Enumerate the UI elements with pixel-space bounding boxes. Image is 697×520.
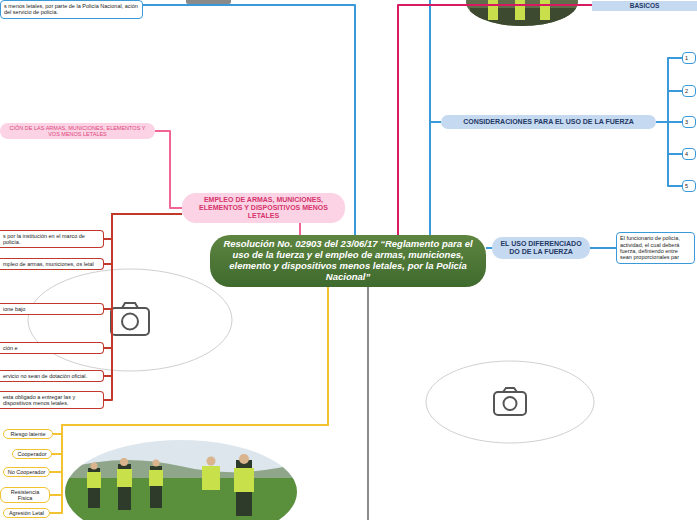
- branch-box: EL USO DIFERENCIADO DO DE LA FUERZA: [492, 237, 590, 259]
- branch-box: CONSIDERACIONES PARA EL USO DE LA FUERZA: [441, 115, 656, 129]
- leaf-box: ción e: [0, 342, 104, 354]
- leaf-box: No Cooperador: [3, 467, 50, 477]
- branch-connector: [155, 131, 182, 208]
- branch-connector: [299, 223, 301, 235]
- branch-line: [367, 287, 369, 520]
- central-topic: Resolución No. 02903 del 23/06/17 “Regla…: [210, 235, 486, 287]
- branch-connector: [104, 214, 182, 400]
- node-text: EL USO DIFERENCIADO DO DE LA FUERZA: [498, 240, 584, 256]
- branch-line: [429, 0, 431, 122]
- node-text: s menos letales, por parte de la Policía…: [4, 3, 139, 16]
- branch-connector: [104, 214, 182, 264]
- branch-connector: [104, 214, 182, 348]
- leaf-box: 4: [682, 148, 696, 160]
- node-text: esta obligado a entregar las y dispositi…: [3, 394, 100, 407]
- branch-connector: [104, 214, 182, 309]
- leaf-box: Resistencia Física: [0, 487, 50, 504]
- leaf-box: ervicio no sean de dotación oficial.: [0, 370, 104, 382]
- branch-connector: [104, 214, 182, 376]
- node-text: ervicio no sean de dotación oficial.: [3, 373, 100, 379]
- node-text: 4: [685, 151, 693, 157]
- node-text: mpleo de armas, municiones, os letal: [3, 261, 100, 267]
- leaf-box: 3: [682, 116, 696, 128]
- leaf-box: mpleo de armas, municiones, os letal: [0, 258, 104, 270]
- node-text: s por la institución en el marco de poli…: [3, 233, 100, 246]
- leaf-box: Riesgo latente: [3, 429, 53, 439]
- photo-placeholder: [426, 361, 594, 443]
- node-text: CONSIDERACIONES PARA EL USO DE LA FUERZA: [447, 118, 650, 126]
- node-text: BASICOS: [596, 2, 693, 9]
- node-text: Riesgo latente: [6, 431, 50, 437]
- photo-fragment: [186, 0, 231, 4]
- branch-connector: [143, 5, 355, 235]
- leaf-box: 1: [682, 52, 696, 64]
- leaf-box: Cooperador: [12, 449, 52, 459]
- node-text: Resistencia Física: [3, 489, 47, 502]
- branch-box: EMPLEO DE ARMAS, MUNICIONES, ELEMENTOS Y…: [182, 193, 345, 223]
- node-text: ione bajo: [3, 306, 100, 312]
- branch-box: CIÓN DE LAS ARMAS, MUNICIONES, ELEMENTOS…: [0, 123, 155, 140]
- leaf-box: 5: [682, 180, 696, 192]
- node-text: 1: [685, 55, 693, 61]
- node-text: CIÓN DE LAS ARMAS, MUNICIONES, ELEMENTOS…: [6, 125, 149, 138]
- branch-connector: [430, 122, 441, 235]
- branch-connector: [656, 58, 682, 122]
- photo-placeholder: [28, 269, 232, 371]
- node-text: ción e: [3, 345, 100, 351]
- node-text: Cooperador: [15, 451, 49, 457]
- branch-connector: [104, 214, 182, 239]
- leaf-box: esta obligado a entregar las y dispositi…: [0, 391, 104, 410]
- branch-band: BASICOS: [592, 1, 697, 10]
- node-text: El funcionario de policía, actividad, el…: [620, 235, 691, 260]
- photo-police: [60, 436, 305, 520]
- node-text: No Cooperador: [6, 469, 47, 475]
- leaf-box: Agresión Letal: [3, 508, 50, 518]
- branch-connector: [656, 91, 682, 122]
- node-text: 2: [685, 88, 693, 94]
- branch-connector: [656, 122, 682, 186]
- branch-connector: [590, 247, 616, 249]
- node-text: EMPLEO DE ARMAS, MUNICIONES, ELEMENTOS Y…: [190, 196, 337, 220]
- node-text: Agresión Letal: [6, 510, 47, 516]
- leaf-box: ione bajo: [0, 303, 104, 315]
- node-text: 5: [685, 183, 693, 189]
- leaf-box: s menos letales, por parte de la Policía…: [0, 0, 143, 19]
- leaf-box: s por la institución en el marco de poli…: [0, 230, 104, 249]
- node-text: 3: [685, 119, 693, 125]
- leaf-box: El funcionario de policía, actividad, el…: [616, 232, 695, 263]
- leaf-box: 2: [682, 85, 696, 97]
- node-text: Resolución No. 02903 del 23/06/17 “Regla…: [220, 239, 476, 283]
